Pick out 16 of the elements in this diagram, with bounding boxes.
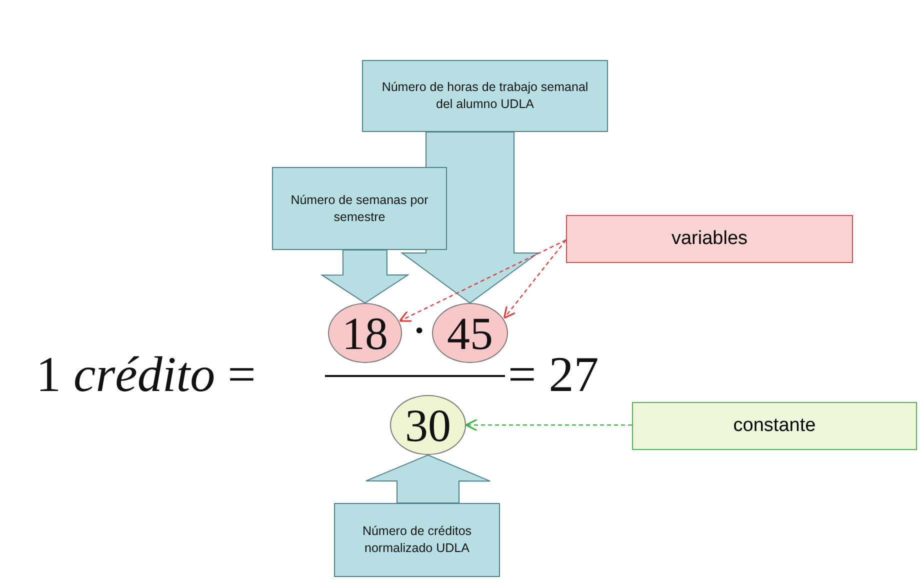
arrow (465, 418, 632, 432)
number-ellipse: 30 (390, 395, 466, 455)
label-box: variables (566, 215, 853, 263)
arrow (398, 239, 566, 322)
formula-text: 1 crédito = (36, 349, 256, 399)
callout-box: Número de créditos normalizado UDLA (334, 503, 500, 577)
block-arrow (320, 250, 410, 304)
block-arrow (366, 454, 490, 504)
number-ellipse: 45 (432, 303, 508, 363)
callout-box: Número de semanas por semestre (272, 167, 447, 250)
arrow (503, 240, 566, 319)
number-ellipse: 18 (328, 303, 402, 363)
multiplication-dot: · (411, 305, 428, 355)
label-box: constante (632, 402, 917, 450)
formula-text: = 27 (508, 349, 599, 399)
callout-box: Número de horas de trabajo semanal del alumno UDLA (362, 60, 608, 132)
